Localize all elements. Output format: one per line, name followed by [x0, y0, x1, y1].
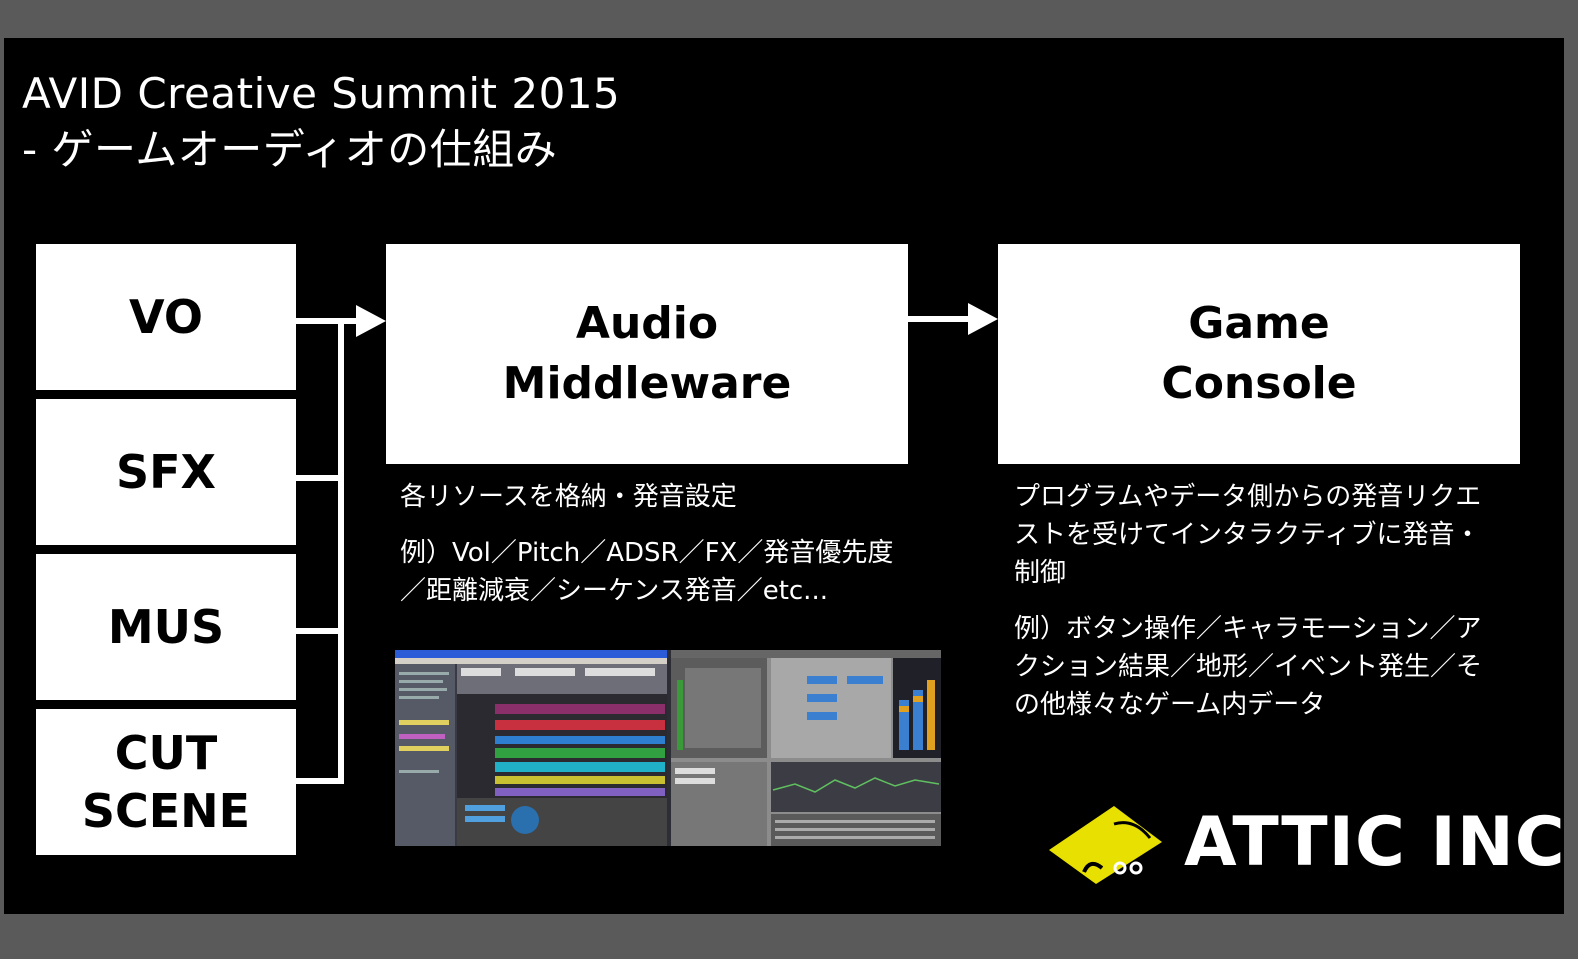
middleware-line-2: Middleware: [502, 358, 792, 409]
connector-vo: [296, 318, 344, 324]
console-box: Game Console: [998, 244, 1520, 464]
source-label-mus: MUS: [107, 600, 225, 654]
source-label-scene: SCENE: [81, 784, 251, 838]
connector-cutscene: [296, 778, 344, 784]
source-box-vo: VO: [36, 244, 296, 390]
connector-sfx: [296, 475, 344, 481]
source-label-cut: CUT: [114, 726, 218, 780]
console-desc-1b: ストを受けてインタラクティブに発音・: [1014, 520, 1481, 550]
middleware-desc-2b: ／距離減衰／シーケンス発音／etc...: [400, 576, 828, 606]
attic-logo-text: ATTIC INC: [1184, 798, 1564, 888]
attic-logo: ATTIC INC: [1044, 798, 1564, 888]
source-box-mus: MUS: [36, 554, 296, 700]
attic-logo-wordmark: ATTIC INC: [1184, 803, 1564, 882]
title-line-1: AVID Creative Summit 2015: [22, 69, 621, 118]
title-line-2: - ゲームオーディオの仕組み: [22, 125, 558, 174]
slide: AVID Creative Summit 2015 - ゲームオーディオの仕組み…: [4, 38, 1564, 914]
attic-mark-icon: [1049, 806, 1162, 884]
middleware-description: 各リソースを格納・発音設定 例）Vol／Pitch／ADSR／FX／発音優先度 …: [400, 478, 920, 610]
middleware-box: Audio Middleware: [386, 244, 908, 464]
connector-to-console: [908, 316, 972, 322]
source-label-sfx: SFX: [115, 445, 217, 499]
middleware-line-1: Audio: [575, 298, 719, 349]
console-line-1: Game: [1188, 298, 1330, 349]
arrow-to-middleware: [356, 305, 386, 337]
source-label-vo: VO: [129, 290, 203, 344]
middleware-screenshot: [395, 650, 941, 846]
console-desc-2a: 例）ボタン操作／キャラモーション／ア: [1014, 614, 1482, 644]
source-box-cutscene: CUT SCENE: [36, 709, 296, 855]
connector-to-middleware: [338, 318, 362, 324]
middleware-screenshot-image: [395, 650, 941, 846]
slide-title: AVID Creative Summit 2015 - ゲームオーディオの仕組み: [22, 66, 620, 178]
arrow-to-console: [968, 303, 998, 335]
console-description: プログラムやデータ側からの発音リクエ ストを受けてインタラクティブに発音・ 制御…: [1014, 478, 1554, 724]
console-line-2: Console: [1161, 358, 1357, 409]
middleware-desc-2a: 例）Vol／Pitch／ADSR／FX／発音優先度: [400, 538, 894, 568]
connector-mus: [296, 628, 344, 634]
console-desc-2b: クション結果／地形／イベント発生／そ: [1014, 652, 1483, 682]
console-desc-2c: の他様々なゲーム内データ: [1014, 690, 1326, 720]
console-desc-1c: 制御: [1014, 558, 1067, 588]
middleware-desc-1: 各リソースを格納・発音設定: [400, 482, 737, 512]
connector-bus: [338, 318, 344, 784]
source-box-sfx: SFX: [36, 399, 296, 545]
console-desc-1a: プログラムやデータ側からの発音リクエ: [1014, 482, 1482, 512]
